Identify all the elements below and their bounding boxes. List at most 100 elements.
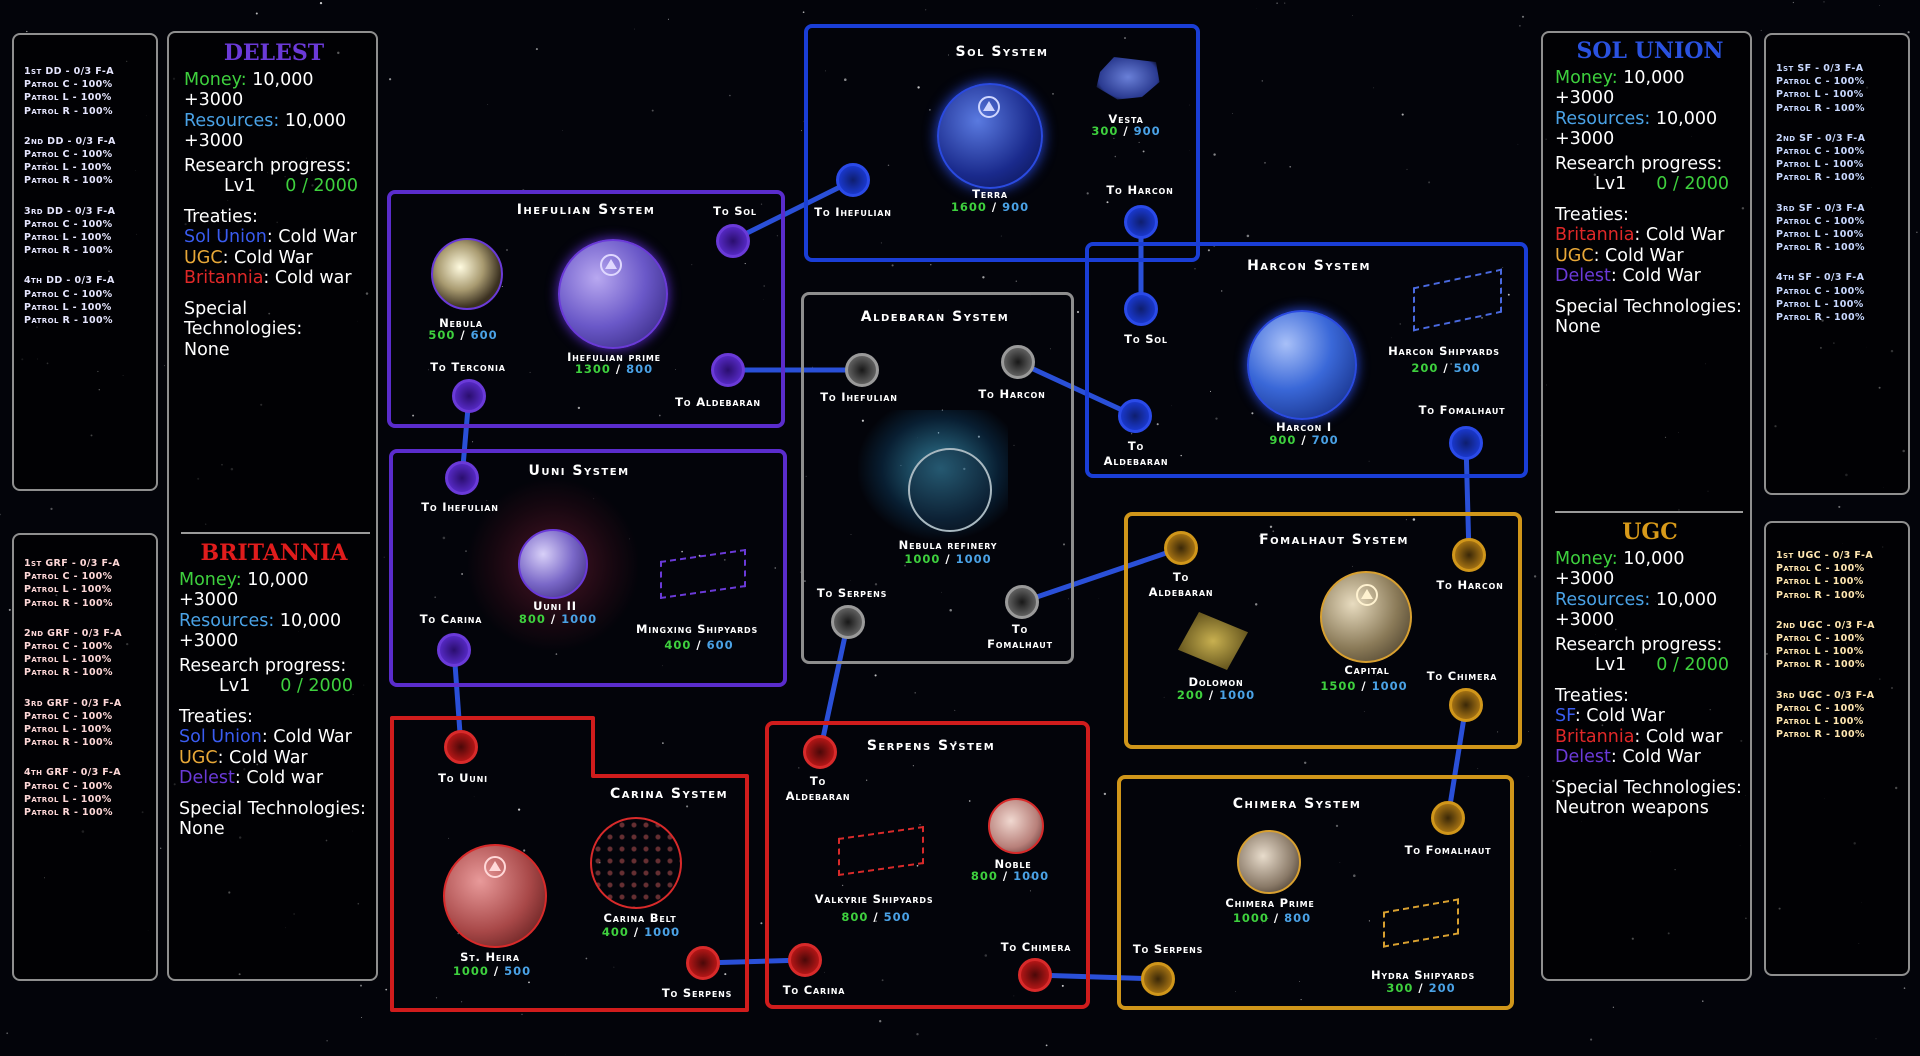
nebula-refinery-station-icon[interactable] bbox=[908, 448, 992, 532]
system-title: Fomalhaut System bbox=[1259, 532, 1409, 548]
chimera-prime-planet-icon[interactable] bbox=[1237, 830, 1301, 894]
jump-node-harcon-to-aldebaran[interactable] bbox=[1118, 399, 1152, 433]
jump-node-sol-to-ihefulian[interactable] bbox=[836, 163, 870, 197]
faction-emblem-icon bbox=[978, 96, 1000, 118]
system-title: Chimera System bbox=[1232, 796, 1362, 812]
system-title: Aldebaran System bbox=[860, 309, 1010, 325]
aldebaran-system-box[interactable] bbox=[801, 292, 1074, 664]
fleet-status-line: Patrol L - 100% bbox=[24, 724, 112, 736]
jump-node-label: To Ihefulian bbox=[421, 500, 499, 514]
money-value: 10,000 bbox=[1623, 67, 1685, 88]
resources-value: 10,000 bbox=[1655, 108, 1718, 129]
jump-node-serpens-to-carina[interactable] bbox=[788, 943, 822, 977]
resources-income: +3000 bbox=[1555, 129, 1615, 149]
uuni-system-box[interactable] bbox=[389, 449, 787, 687]
jump-node-ihefulian-to-sol[interactable] bbox=[716, 224, 750, 258]
fleet-name: 2nd DD - 0/3 F-A bbox=[24, 135, 116, 147]
jump-node-chimera-to-fomalhaut[interactable] bbox=[1431, 801, 1465, 835]
jump-node-carina-to-serpens[interactable] bbox=[686, 946, 720, 980]
resources-income: +3000 bbox=[1555, 610, 1615, 630]
fleet-group[interactable]: 1st DD - 0/3 F-A Patrol C - 100%Patrol L … bbox=[24, 65, 156, 118]
ihefulian-system-box[interactable] bbox=[387, 190, 785, 428]
fleet-name: 1st DD - 0/3 F-A bbox=[24, 66, 114, 77]
planet-name: Noble bbox=[994, 857, 1032, 871]
jump-node-ihefulian-to-aldebaran[interactable] bbox=[711, 353, 745, 387]
fleet-status-line: Patrol C - 100% bbox=[24, 710, 113, 722]
planet-values: 300 / 900 bbox=[1091, 124, 1161, 138]
jump-node-aldebaran-to-harcon[interactable] bbox=[1001, 345, 1035, 379]
jump-node-aldebaran-to-serpens[interactable] bbox=[831, 605, 865, 639]
jump-node-label: To Aldebaran bbox=[785, 774, 851, 803]
planet-name: Harcon Shipyards bbox=[1388, 344, 1500, 358]
serpens-system-box[interactable] bbox=[765, 721, 1090, 1009]
jump-node-aldebaran-to-fomalhaut[interactable] bbox=[1005, 585, 1039, 619]
harcon-i-planet-icon[interactable] bbox=[1247, 310, 1357, 420]
panel-divider bbox=[1555, 511, 1743, 513]
jump-node-fomalhaut-to-harcon[interactable] bbox=[1452, 538, 1486, 572]
uuni-ii-planet-icon[interactable] bbox=[518, 529, 588, 599]
jump-node-chimera-to-serpens[interactable] bbox=[1141, 962, 1175, 996]
fleet-status-line: Patrol C - 100% bbox=[24, 780, 113, 792]
money-value: 10,000 bbox=[252, 69, 314, 90]
fleet-status-line: Patrol C - 100% bbox=[24, 79, 113, 91]
fleet-status-line: Patrol L - 100% bbox=[1776, 89, 1864, 101]
fleet-status-line: Patrol R - 100% bbox=[1776, 729, 1865, 741]
money-label: Money: bbox=[179, 569, 242, 590]
fleet-status-line: Patrol C - 100% bbox=[24, 149, 113, 161]
special-tech-value: None bbox=[179, 819, 225, 839]
special-tech-label: Special Technologies: bbox=[179, 798, 366, 819]
treaty-row: Britannia: Cold war bbox=[184, 268, 352, 288]
planet-name: Capital bbox=[1344, 663, 1390, 677]
fleet-status-line: Patrol C - 100% bbox=[1776, 702, 1865, 714]
chimera-system-box[interactable] bbox=[1117, 775, 1514, 1010]
jump-node-harcon-to-fomalhaut[interactable] bbox=[1449, 426, 1483, 460]
special-tech-label: Special Technologies: bbox=[1555, 777, 1742, 798]
jump-node-harcon-to-sol[interactable] bbox=[1124, 292, 1158, 326]
noble-planet-icon[interactable] bbox=[988, 798, 1044, 854]
jump-node-aldebaran-to-ihefulian[interactable] bbox=[845, 353, 879, 387]
jump-node-serpens-to-aldebaran[interactable] bbox=[803, 735, 837, 769]
jump-node-uuni-to-ihefulian[interactable] bbox=[445, 461, 479, 495]
faction-name: UGC bbox=[1622, 519, 1678, 545]
jump-node-serpens-to-chimera[interactable] bbox=[1018, 958, 1052, 992]
jump-node-ihefulian-to-terconia[interactable] bbox=[452, 379, 486, 413]
jump-node-fomalhaut-to-aldebaran[interactable] bbox=[1164, 531, 1198, 565]
fomalhaut-system-box[interactable] bbox=[1124, 512, 1522, 749]
fleet-name: 1st SF - 0/3 F-A bbox=[1776, 63, 1864, 74]
fleet-status-line: Patrol C - 100% bbox=[24, 288, 113, 300]
carina-belt-asteroid-icon[interactable] bbox=[590, 817, 682, 909]
research-progress: 0 / 2000 bbox=[1656, 655, 1729, 675]
fleet-name: 2nd UGC - 0/3 F-A bbox=[1776, 619, 1875, 631]
nebula-planet-icon[interactable] bbox=[431, 238, 503, 310]
sol-system-box[interactable] bbox=[804, 24, 1200, 262]
jump-node-sol-to-harcon[interactable] bbox=[1124, 205, 1158, 239]
harcon-system-box[interactable] bbox=[1085, 242, 1528, 478]
fleet-status-line: Patrol L - 100% bbox=[24, 92, 112, 104]
fleet-status-line: Patrol R - 100% bbox=[1776, 659, 1865, 671]
planet-values: 500 / 600 bbox=[428, 328, 498, 342]
jump-node-fomalhaut-to-chimera[interactable] bbox=[1449, 688, 1483, 722]
st-heira-planet-icon[interactable] bbox=[443, 844, 547, 948]
hyperlane-harcon-fomalhaut bbox=[1463, 440, 1472, 558]
jump-node-uuni-to-carina[interactable] bbox=[437, 633, 471, 667]
planet-name: Mingxing Shipyards bbox=[635, 622, 759, 636]
jump-node-carina-to-uuni[interactable] bbox=[444, 730, 478, 764]
